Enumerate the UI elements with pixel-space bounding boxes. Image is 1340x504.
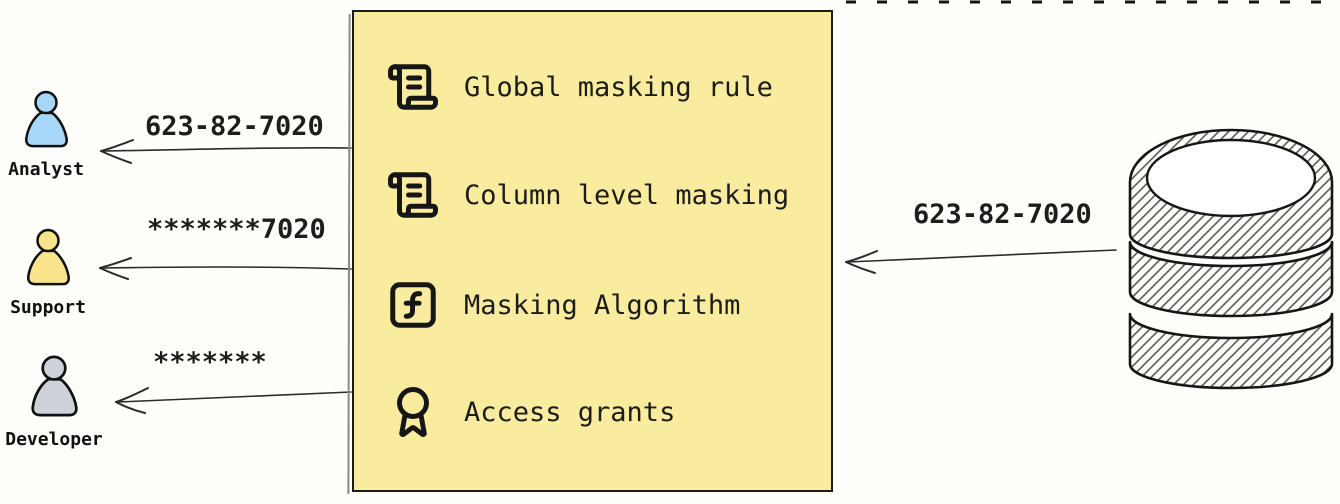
person-icon	[27, 228, 70, 286]
person-icon	[25, 90, 68, 148]
arrow-to-analyst	[100, 139, 352, 164]
actor-label: Analyst	[8, 159, 84, 180]
scroll-text-icon	[388, 64, 438, 110]
arrow-to-support	[99, 257, 352, 280]
arrow-value-database: 623-82-7020	[913, 199, 1092, 230]
database-icon	[1128, 128, 1334, 390]
masking-box-item-label: Global masking rule	[464, 71, 773, 103]
actor-analyst: Analyst	[8, 86, 84, 180]
actor-label: Developer	[5, 429, 103, 450]
award-icon	[397, 387, 429, 437]
arrow-value-support: *******7020	[147, 214, 326, 245]
masking-box-row-algorithm: Masking Algorithm	[386, 278, 740, 332]
masking-box-row-access-grants: Access grants	[386, 385, 675, 439]
masking-box: Global masking rule Column level masking…	[352, 10, 833, 492]
square-function-icon	[390, 282, 436, 328]
actor-developer: Developer	[5, 350, 103, 450]
masking-box-item-label: Column level masking	[464, 179, 790, 211]
arrow-to-developer	[115, 387, 352, 414]
actor-label: Support	[10, 297, 86, 318]
arrow-db-to-box	[845, 249, 1117, 274]
arrow-value-analyst: 623-82-7020	[145, 111, 324, 142]
masking-box-item-label: Masking Algorithm	[464, 289, 741, 321]
masking-box-row-column-masking: Column level masking	[386, 168, 789, 222]
actor-support: Support	[10, 224, 86, 318]
person-icon	[31, 355, 78, 417]
arrow-value-developer: *******	[153, 347, 267, 378]
scroll-text-icon	[388, 172, 438, 218]
masking-box-row-global-rule: Global masking rule	[386, 60, 773, 114]
masking-box-item-label: Access grants	[464, 396, 676, 428]
